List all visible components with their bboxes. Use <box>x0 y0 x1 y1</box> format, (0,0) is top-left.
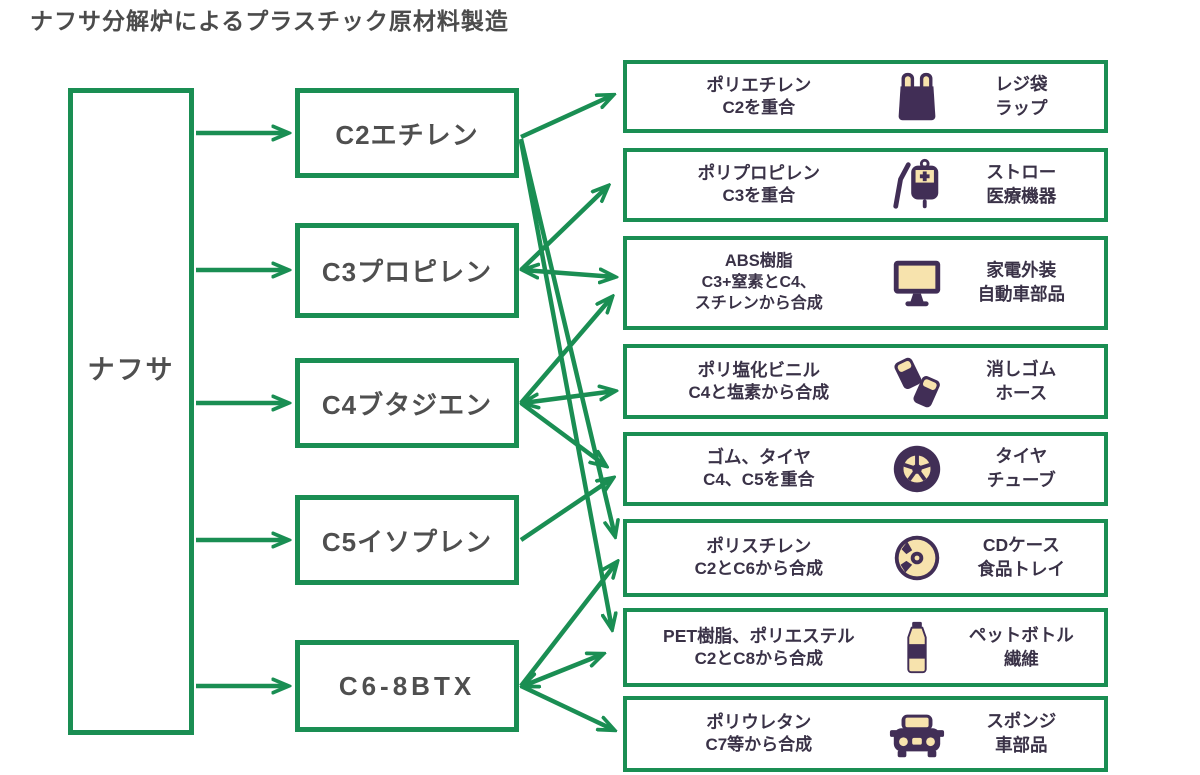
intermediate-label: C6-8BTX <box>338 670 476 701</box>
product-uses: スポンジ 車部品 <box>986 711 1057 755</box>
tire-icon <box>885 439 949 499</box>
intermediate-box-c4-butadiene: C4ブタジエン <box>295 358 519 448</box>
intermediate-box-c5-isoprene: C5イソプレン <box>295 495 519 585</box>
intermediate-box-c2-ethylene: C2エチレン <box>295 88 519 178</box>
product-name: ポリプロピレン <box>697 163 821 184</box>
product-uses: タイヤ チューブ <box>986 446 1056 490</box>
car-icon <box>885 704 949 764</box>
product-name: ポリスチレン <box>706 536 812 557</box>
product-box-polypropylene: ポリプロピレン C3を重合 ストロー 医療機器 <box>623 148 1108 222</box>
product-process: C2とC6から合成 <box>694 559 824 579</box>
product-uses: 家電外装 自動車部品 <box>977 260 1066 304</box>
product-name: ポリウレタン <box>706 712 812 733</box>
product-name: ポリエチレン <box>706 74 812 95</box>
intermediate-label: C3プロピレン <box>321 257 493 287</box>
product-process: C7等から合成 <box>705 735 813 755</box>
product-box-rubber-tire: ゴム、タイヤ C4、C5を重合 タイヤ チューブ <box>623 432 1108 506</box>
product-name: ゴム、タイヤ <box>706 447 812 468</box>
product-uses: ストロー 医療機器 <box>986 162 1057 206</box>
product-name: ポリ塩化ビニル <box>697 359 821 380</box>
naphtha-label: ナフサ <box>87 355 175 385</box>
product-box-polystyrene: ポリスチレン C2とC6から合成 CDケース 食品トレイ <box>623 519 1108 597</box>
monitor-icon <box>885 253 949 313</box>
product-process: C4と塩素から合成 <box>688 382 830 402</box>
iv-drip-straw-icon <box>885 155 949 215</box>
product-name: ABS樹脂 <box>724 252 793 271</box>
product-process: C3+窒素とC4、 スチレンから合成 <box>694 274 823 312</box>
diagram-title: ナフサ分解炉によるプラスチック原材料製造 <box>30 8 509 34</box>
product-uses: CDケース 食品トレイ <box>977 535 1066 579</box>
pet-bottle-icon <box>885 618 949 678</box>
product-box-polyurethane: ポリウレタン C7等から合成 スポンジ 車部品 <box>623 696 1108 772</box>
naphtha-box: ナフサ <box>68 88 194 735</box>
cd-icon <box>885 528 949 588</box>
product-box-pvc: ポリ塩化ビニル C4と塩素から合成 消しゴム ホース <box>623 344 1108 419</box>
intermediate-label: C4ブタジエン <box>321 389 493 420</box>
product-process: C4、C5を重合 <box>703 470 815 490</box>
intermediate-box-c3-propylene: C3プロピレン <box>295 223 519 318</box>
intermediate-label: C2エチレン <box>335 119 479 150</box>
shopping-bag-icon <box>885 67 949 127</box>
product-box-abs-resin: ABS樹脂 C3+窒素とC4、 スチレンから合成 家電外装 自動車部品 <box>623 236 1108 330</box>
intermediate-box-c6-8-btx: C6-8BTX <box>295 640 519 732</box>
product-box-polyethylene: ポリエチレン C2を重合 レジ袋 ラップ <box>623 60 1108 133</box>
product-process: C2を重合 <box>722 97 796 117</box>
product-name: PET樹脂、ポリエステル <box>663 625 855 646</box>
eraser-icon <box>885 352 949 412</box>
product-process: C2とC8から合成 <box>694 648 824 668</box>
product-uses: ペットボトル 繊維 <box>968 624 1074 669</box>
product-uses: レジ袋 ラップ <box>995 73 1048 118</box>
product-process: C3を重合 <box>722 186 796 206</box>
intermediate-label: C5イソプレン <box>321 526 493 557</box>
product-box-pet-resin: PET樹脂、ポリエステル C2とC8から合成 ペットボトル 繊維 <box>623 608 1108 687</box>
product-uses: 消しゴム ホース <box>986 358 1057 403</box>
